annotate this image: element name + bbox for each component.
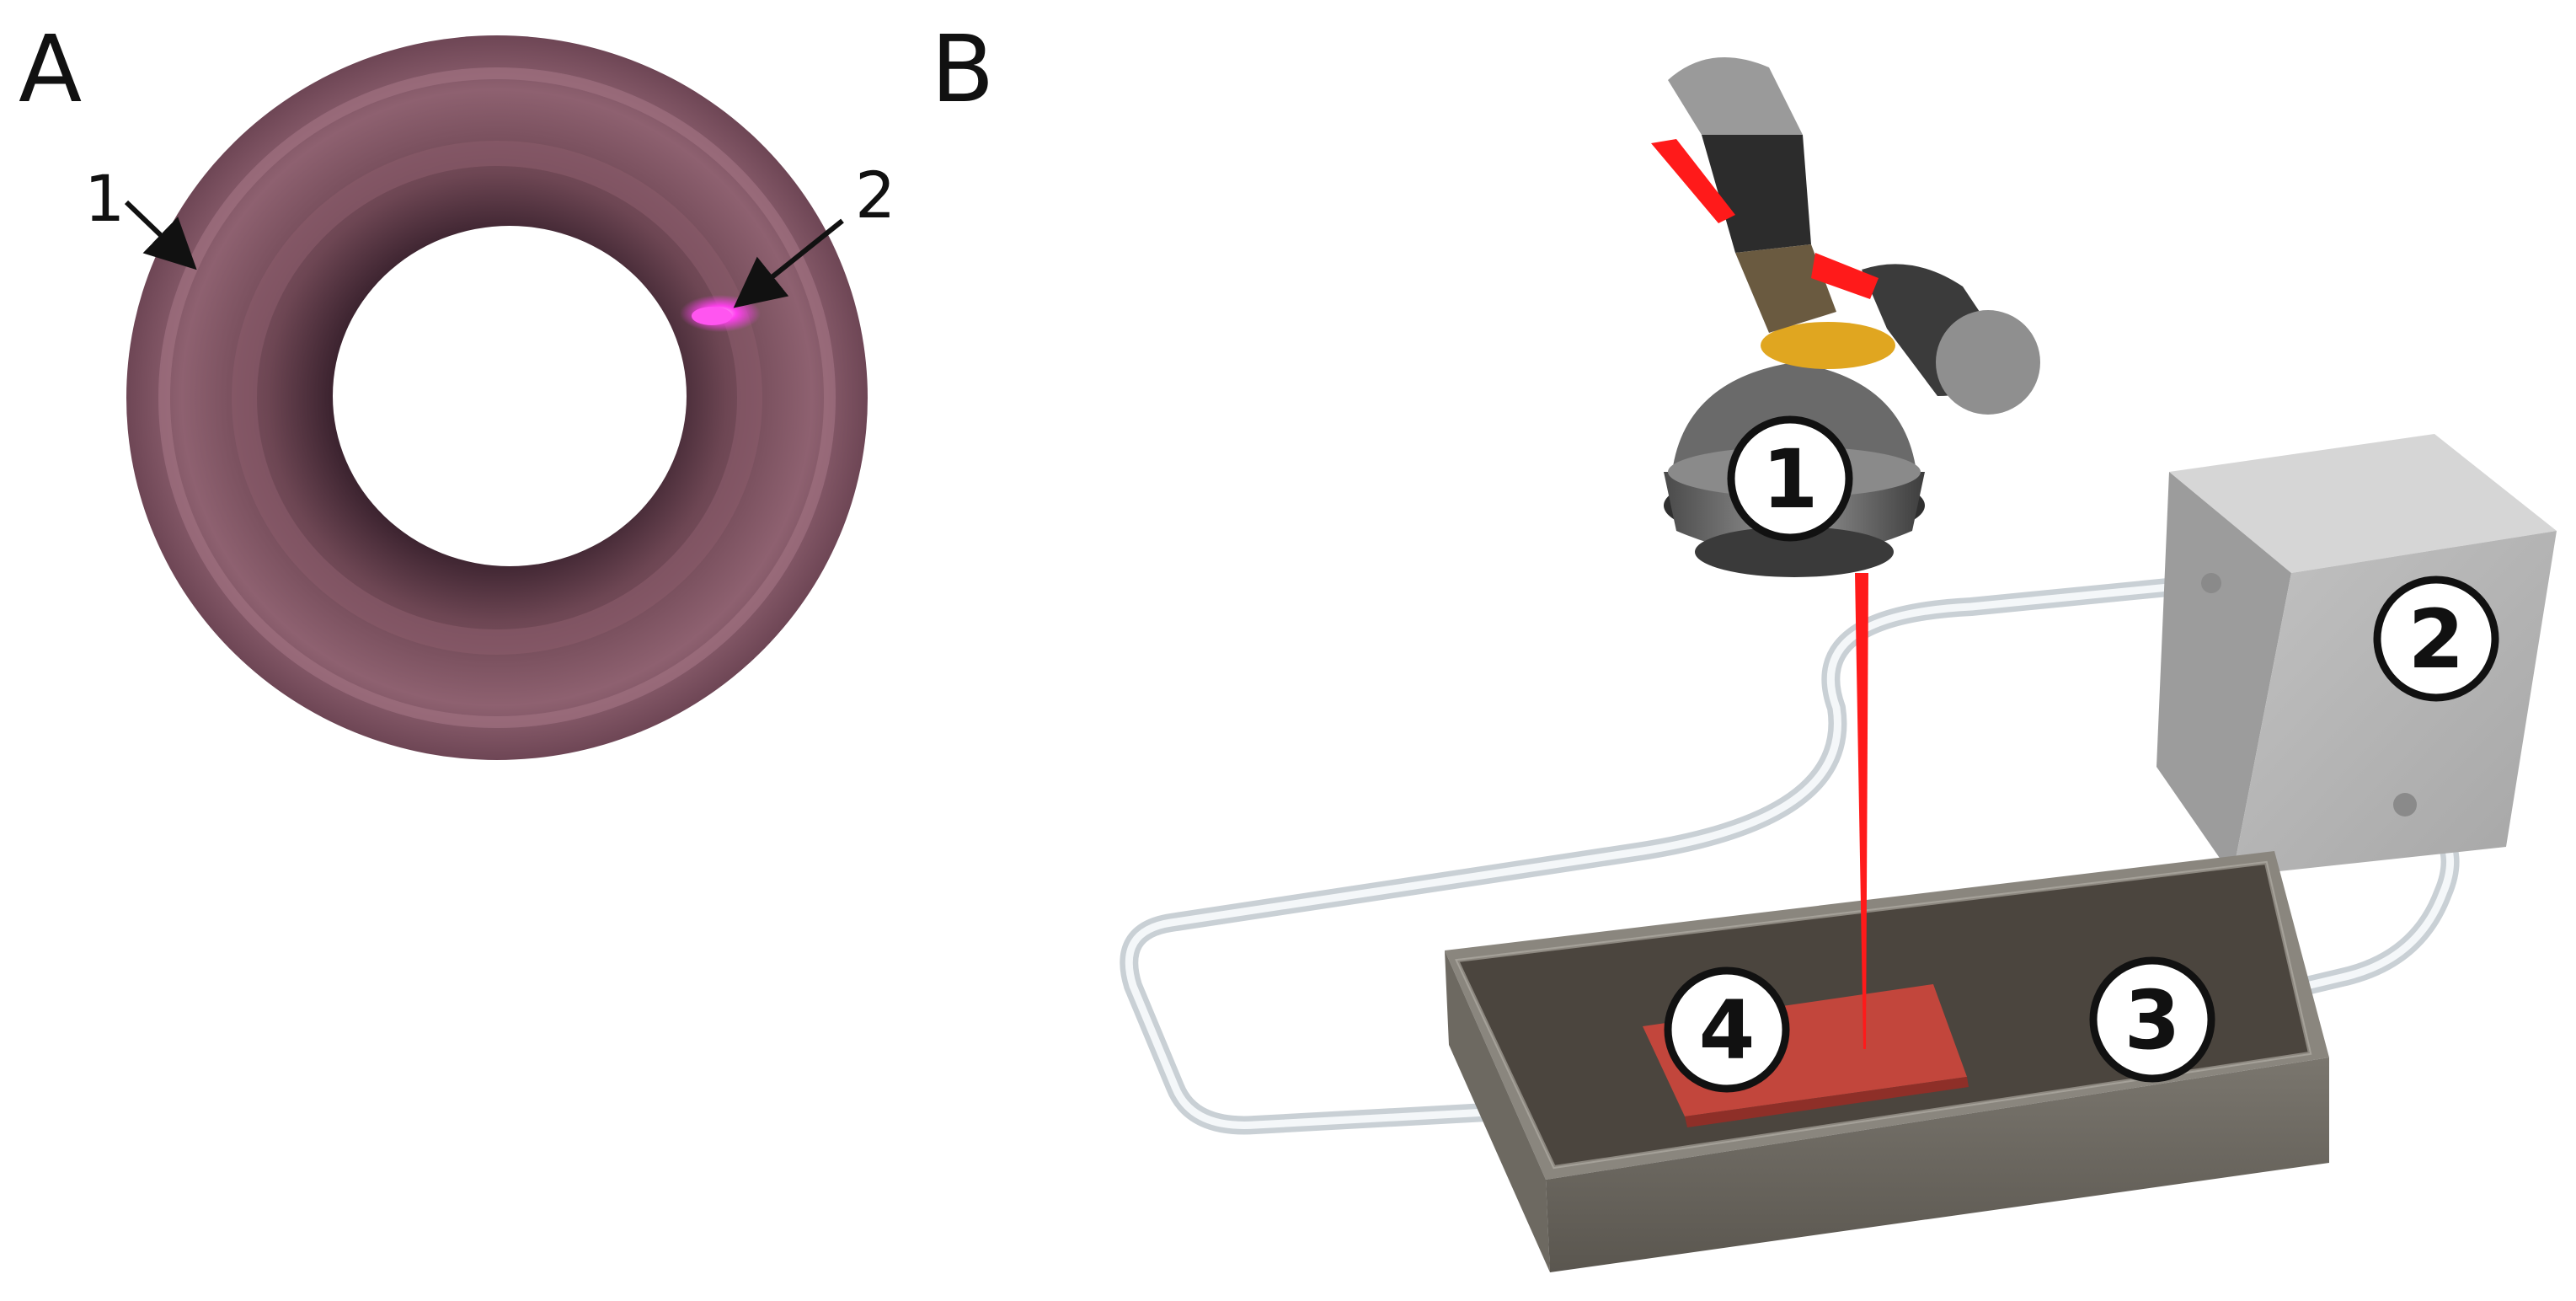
tube-left-highlight: [1125, 579, 2215, 1129]
panel-b: B: [931, 15, 2557, 1272]
plasma-glow-core: [692, 307, 732, 325]
laser-reflection-1: [1651, 139, 1735, 223]
callout-2-arrow: [733, 218, 844, 308]
callout-1-label: 1: [84, 161, 125, 236]
badge-4: 4: [1664, 966, 1790, 1093]
laser-beam: [1855, 573, 1868, 1049]
panel-b-letter: B: [931, 15, 994, 123]
pump-outlet-port: [2201, 573, 2221, 593]
pump-box-left: [2156, 472, 2291, 876]
badge-3-label: 3: [2124, 973, 2181, 1068]
badge-1-label: 1: [1762, 432, 1819, 527]
galvo-motor-1: [1668, 57, 1803, 147]
badge-3: 3: [2089, 956, 2215, 1083]
badge-2-circle: [2373, 576, 2499, 702]
badge-2-label: 2: [2408, 592, 2465, 687]
laser-beam-line: [1855, 573, 1868, 1049]
galvo-motor-2-cap: [1936, 310, 2040, 415]
tray-front-side: [1546, 1057, 2329, 1272]
tray-inner-edge: [1455, 860, 2312, 1170]
badge-4-label: 4: [1699, 983, 1756, 1078]
badge-1: 1: [1727, 415, 1853, 542]
pump-box-top: [2169, 434, 2557, 573]
sample-plate-edge: [1685, 1077, 1969, 1127]
panel-a-letter: A: [19, 15, 82, 123]
ring-lip: [158, 67, 836, 728]
callout-1: 1: [84, 161, 197, 270]
badge-1-circle: [1727, 415, 1853, 542]
tray-left-side: [1445, 950, 1550, 1272]
laser-reflection-2: [1811, 253, 1879, 299]
galvo-mirror-1: [1735, 244, 1836, 333]
badge-2: 2: [2373, 576, 2499, 702]
ring-inner-wall: [232, 141, 762, 655]
callout-1-arrow: [124, 200, 197, 270]
laser-head-aperture: [1695, 527, 1894, 577]
badge-3-circle: [2089, 956, 2215, 1083]
galvo-mirror-mount: [1761, 322, 1895, 369]
callout-2: 2: [733, 158, 895, 308]
panel-a: A 1 2: [19, 15, 895, 760]
galvo-motor-1-body: [1702, 135, 1811, 253]
ring-photo: [126, 35, 868, 760]
pump-inlet-port: [2393, 793, 2417, 816]
ring-hole: [333, 226, 687, 566]
badge-4-circle: [1664, 966, 1790, 1093]
callout-2-label: 2: [855, 158, 895, 233]
